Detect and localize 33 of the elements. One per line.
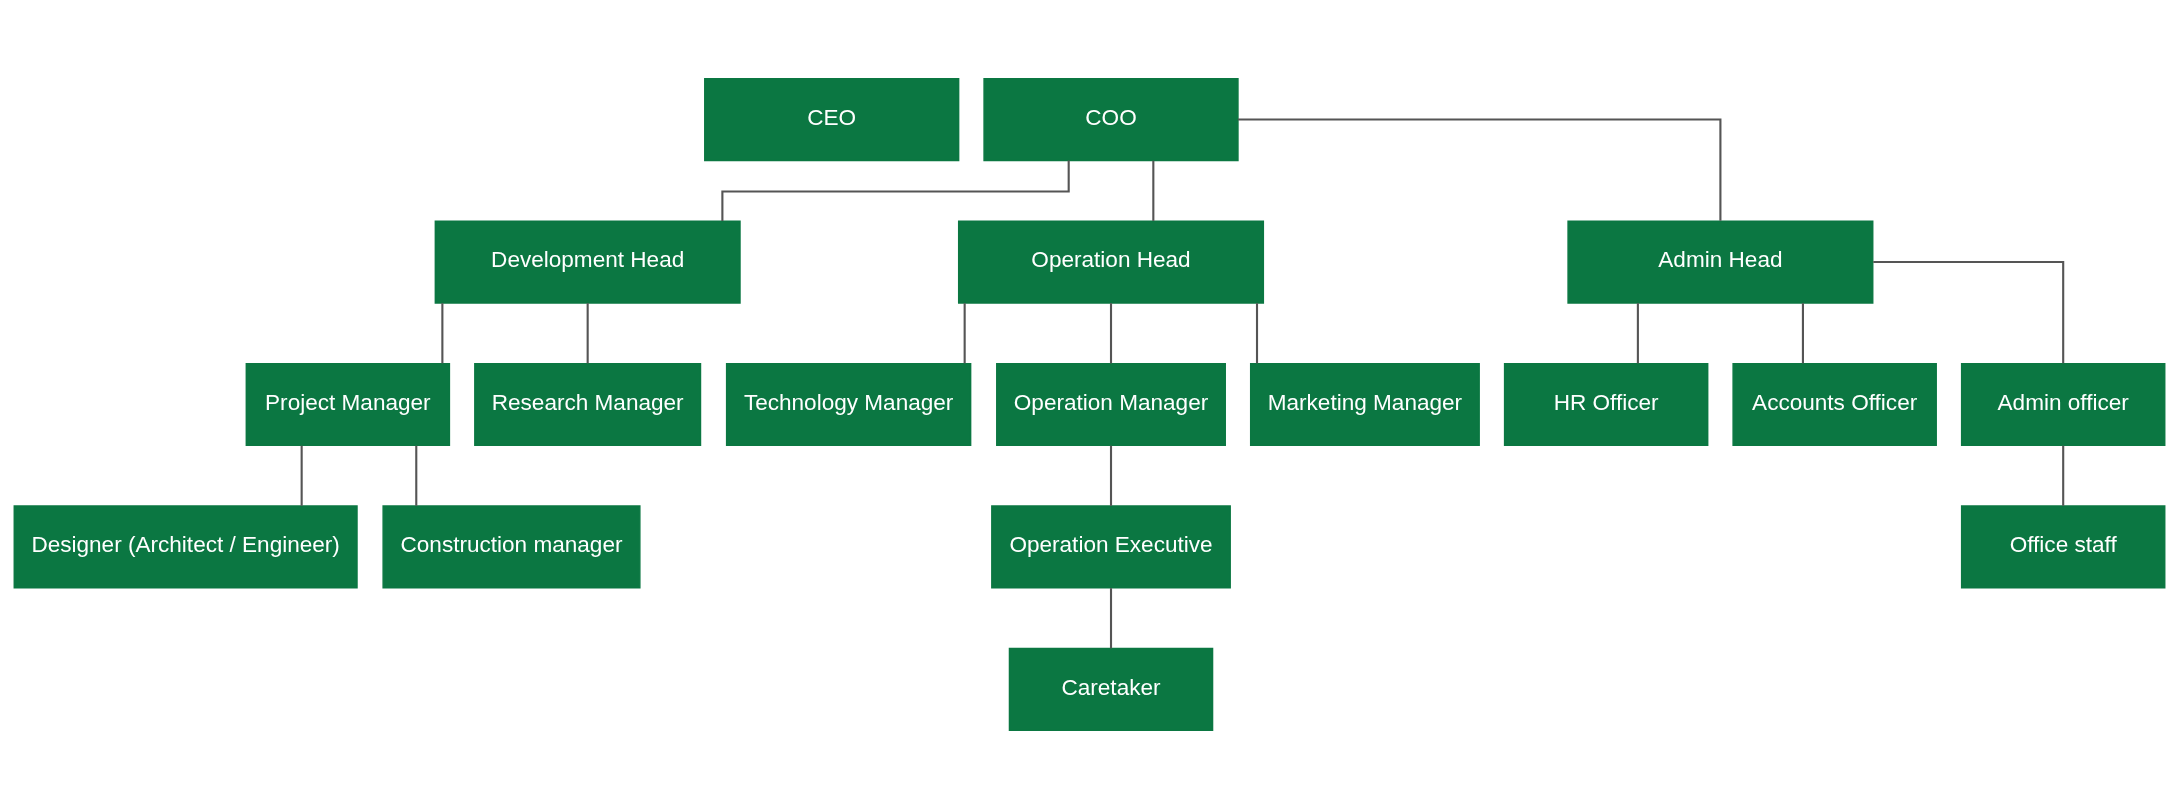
connector <box>2062 445 2065 506</box>
node-box: Designer (Architect / Engineer) <box>13 505 358 589</box>
node-box: Development Head <box>434 220 741 304</box>
node-box: Construction manager <box>382 505 641 589</box>
node-box: COO <box>983 77 1239 162</box>
connector <box>415 445 418 506</box>
node-box: Admin Head <box>1567 220 1874 304</box>
connector <box>441 303 444 364</box>
node-box: HR Officer <box>1503 362 1709 447</box>
connector <box>586 303 589 364</box>
node-box: Marketing Manager <box>1249 362 1480 447</box>
node-box: CEO <box>704 77 960 162</box>
connector <box>1109 588 1113 649</box>
connector <box>963 303 966 364</box>
connector <box>1255 303 1259 364</box>
connector <box>1636 303 1639 364</box>
node-box: Caretaker <box>1008 647 1214 732</box>
connector <box>1152 160 1155 221</box>
connector <box>1873 260 2065 364</box>
node-box: Operation Head <box>957 220 1265 304</box>
connector <box>1238 118 1722 221</box>
node-box: Admin officer <box>1960 362 2166 447</box>
node-box: Research Manager <box>474 362 702 447</box>
connector <box>1801 303 1804 364</box>
node-box: Operation Manager <box>996 362 1226 447</box>
connector <box>1109 445 1113 506</box>
node-box: Project Manager <box>245 362 451 447</box>
node-box: Accounts Officer <box>1732 362 1937 447</box>
connector <box>1109 303 1113 364</box>
connector <box>300 445 303 506</box>
node-box: Office staff <box>1960 505 2166 589</box>
node-box: Operation Executive <box>991 505 1231 589</box>
node-box: Technology Manager <box>725 362 972 447</box>
